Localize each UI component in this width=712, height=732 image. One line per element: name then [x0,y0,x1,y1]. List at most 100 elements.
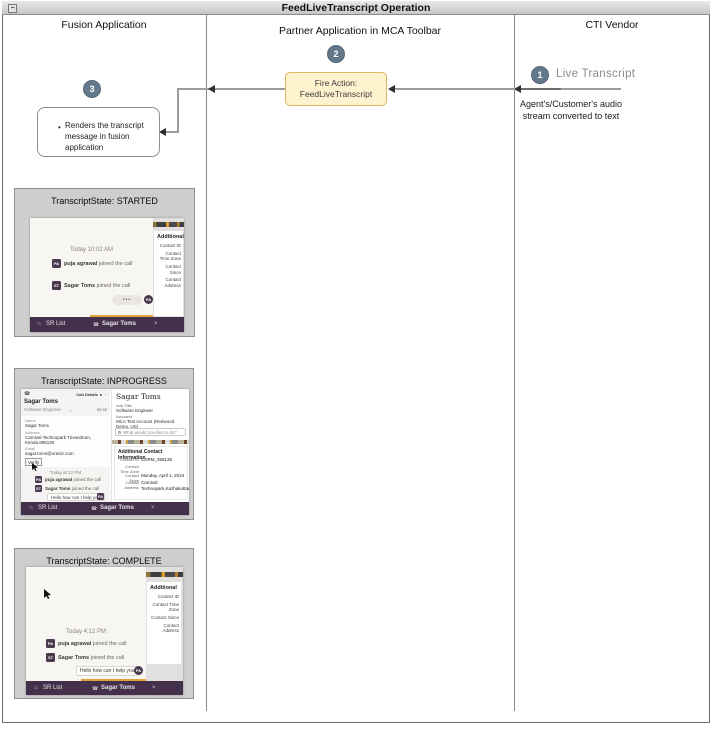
job-title-value: Software Engineer [116,408,154,413]
chat-event-action: joined the call [92,640,127,647]
card-field: Contact Since [165,263,181,275]
browser-strip [153,222,184,227]
phone-icon: ☎ [24,391,31,397]
cti-note: Agent's/Customer's audio stream converte… [498,99,644,122]
chat-message: Hello how can I help you [76,666,139,676]
card-field: Contact Time Zone [152,601,179,613]
pool-title-bar: − FeedLiveTranscript Operation [2,1,710,15]
phone-icon: ☎ [93,322,100,328]
contact-row-label: Contact Address [124,480,139,491]
sr-list-label: SR List [43,685,63,691]
caller-name: Sagar Toms [24,399,58,405]
chat-event-action: joined the call [90,654,125,661]
screenshot-started: Additional Contact ID Contact Time Zone … [30,218,184,332]
avatar: PA [35,476,42,483]
additional-info-card: Additional Contact ID Contact Time Zone … [147,582,181,664]
contact-row-value: Carnival Technopark,Kazhakuttam,TRIVANDR… [141,480,189,491]
field-value: Sagar Toms [25,423,49,428]
fire-action-shape[interactable]: Fire Action: FeedLiveTranscript [285,72,387,106]
chat-event-text: Sagar Toms joined the call [58,655,124,661]
app-toolbar: ⌂ SR List ☎ Sagar Toms × [21,502,189,515]
fire-action-line1: Fire Action: [314,77,358,88]
chat-event-text: puja agrawal joined the call [64,261,133,267]
screenshot-inprogress: ☎ Call Details ● ⋯ Sagar Toms Software E… [21,389,189,515]
chat-date: Today 10:02 AM [69,247,114,253]
timer-icon: ● [99,392,102,397]
connector-cti-to-partner-overlay [517,88,561,90]
connector-cti-to-partner [517,88,621,90]
screenshot-complete: Additional Contact ID Contact Time Zone … [26,567,183,695]
app-toolbar: ⌂ SR List ☎ Sagar Toms × [30,317,184,332]
live-transcript-label: Live Transcript [556,68,636,80]
chat-message: Hello how can I help yo... [47,493,106,501]
step-circle-3[interactable]: 3 [83,80,101,98]
avatar: ST [46,653,55,662]
fire-action-line2: FeedLiveTranscript [299,89,373,99]
contact-row: Contact Address Carnival Technopark,Kazh… [117,480,189,492]
thumbnail-complete-header: TranscriptState: COMPLETE [46,556,162,566]
call-details-title: Call Details [76,392,98,397]
home-icon: ⌂ [29,505,33,511]
pool-title: FeedLiveTranscript Operation [281,2,431,14]
lane-label-cti: CTI Vendor [585,19,639,31]
contact-row: Contact Time Zone [117,464,141,474]
account-label: Account [116,414,132,419]
chat-date: Today 4:12 PM [65,629,107,635]
chat-event: PA puja agrawal joined the call [46,639,127,648]
caller-fields: Name Sagar Toms Address Carnival Technop… [21,416,110,471]
contact-row-label: Contact Since [125,473,139,484]
step-circle-2[interactable]: 2 [327,45,345,63]
chat-event-name: puja agrawal [58,640,92,647]
action-search-input[interactable]: What would you like to do? [115,428,186,436]
chat-event: ST Sagar Toms joined the call [46,653,124,662]
sr-list-label: SR List [38,505,58,511]
cti-note-line2: stream converted to text [522,110,620,121]
scroll-highlight [90,315,153,317]
field-label: Name [25,418,36,423]
card-field: Contact ID [159,243,181,248]
tab-strip [112,440,189,444]
chat-event-text: puja agrawal joined the call [58,641,127,647]
field-label: Email [25,446,36,451]
thumbnail-inprogress[interactable]: TranscriptState: INPROGRESS ☎ Call Detai… [14,368,194,520]
connector-lane-to-firebox [392,88,515,90]
renders-transcript-shape[interactable]: • Renders the transcript message in fusi… [37,107,160,157]
contact-row-value: Monday, April 1, 2024 [141,473,185,478]
avatar: PA [97,493,104,500]
contact-row: Contact ID CDRM_358135 [117,457,172,463]
contact-name: Sagar Toms [116,392,161,401]
contact-row-label: Contact ID [120,457,139,462]
contact-row-value: CDRM_358135 [141,457,173,462]
more-icon: ⋯ [104,392,108,397]
arrowhead-at-partner-lane [514,85,521,93]
scroll-highlight [81,679,146,681]
chat-event-action: joined the call [96,282,131,289]
collapse-icon[interactable]: − [8,4,17,13]
phone-icon: ☎ [91,506,98,512]
chat-event-name: Sagar Toms [58,654,90,661]
chat-event: ST Sagar Toms joined the call [35,485,99,492]
chat-event-text: puja agrawal joined the call [45,477,101,482]
step-circle-1[interactable]: 1 [531,66,549,84]
bullet-glyph: • [58,123,61,132]
renders-transcript-text: Renders the transcript message in fusion… [65,121,144,152]
additional-contact-card: Additional Contact Information Contact I… [114,446,189,500]
close-icon: × [152,685,156,691]
card-field: Contact Since [150,614,179,620]
sr-list-label: SR List [46,321,66,327]
card-field: Contact Address [162,622,179,634]
home-icon: ⌂ [37,321,41,327]
close-icon: × [151,505,155,511]
card-field: Contact ID [157,594,179,599]
connector-into-renders-box [163,131,178,133]
chat-event-action: joined the call [73,477,102,482]
typing-indicator: ••• [112,295,142,305]
field-label: Address [25,430,40,435]
chat-event-name: Sagar Toms [45,486,71,491]
thumbnail-complete[interactable]: TranscriptState: COMPLETE Additional Con… [14,548,194,699]
phone-icon: ☎ [92,686,99,692]
app-toolbar: ⌂ SR List ☎ Sagar Toms × [26,681,183,695]
avatar: ST [35,485,42,492]
thumbnail-started[interactable]: TranscriptState: STARTED Additional Cont… [14,188,195,337]
